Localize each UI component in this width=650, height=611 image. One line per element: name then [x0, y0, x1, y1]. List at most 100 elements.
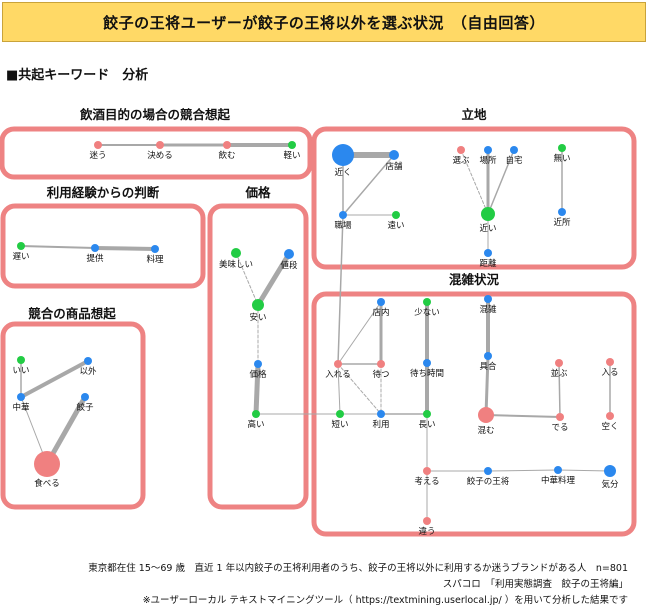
group-box-price: [207, 203, 309, 510]
node-nagai: [423, 410, 431, 418]
edge-chukaryori-kibun: [557, 469, 611, 472]
edge-igai-chuka: [19, 359, 90, 399]
node-tennai: [377, 298, 385, 306]
node-label-deru: でる: [551, 423, 568, 433]
node-erabu: [457, 146, 465, 154]
node-label-matsu: 待つ: [372, 369, 389, 380]
node-tenpo: [389, 150, 399, 160]
node-mayou: [94, 141, 102, 149]
node-teikyo: [91, 244, 99, 252]
node-label-karui: 軽い: [283, 151, 300, 161]
footer-tool-note: ※ユーザーローカル テキストマイニングツール（ https://textmini…: [142, 595, 628, 606]
node-label-tenpo: 店舗: [385, 161, 403, 172]
node-label-nomu: 飲む: [218, 150, 235, 161]
node-igai: [84, 357, 92, 365]
node-chikai: [481, 207, 495, 221]
node-label-basho: 場所: [479, 155, 497, 166]
node-nedan: [284, 249, 294, 259]
node-label-ii: いい: [12, 366, 29, 376]
node-kibun: [604, 465, 616, 477]
node-matsu: [377, 360, 385, 368]
node-riyo: [377, 410, 385, 418]
node-kimeru: [156, 141, 164, 149]
edge-osoi-teikyo: [20, 245, 96, 249]
node-label-guai: 具合: [479, 361, 497, 372]
node-jitaku: [510, 146, 518, 154]
node-label-kibun: 気分: [601, 479, 619, 490]
group-box-drinking: [0, 126, 313, 180]
node-komu: [478, 407, 494, 423]
node-konzatsu: [484, 295, 492, 303]
node-nomu: [223, 141, 231, 149]
edge-oishii-yasui: [235, 252, 259, 306]
node-label-yasui: 安い: [249, 312, 266, 323]
group-box-experience: [0, 203, 206, 289]
node-chukaryori: [554, 466, 562, 474]
node-tooi: [392, 211, 400, 219]
edge-jitaku-chikai: [487, 149, 515, 215]
node-chuka: [17, 393, 25, 401]
node-gyoza: [81, 393, 89, 401]
edge-kakaku-takai: [253, 361, 261, 417]
node-yasui: [252, 299, 264, 311]
node-shokuba: [339, 211, 347, 219]
node-label-sukunai: 少ない: [414, 308, 440, 318]
group-title-products: 競合の商品想起: [28, 306, 116, 321]
node-guai: [484, 352, 492, 360]
node-ii: [17, 356, 25, 364]
node-sukunai: [423, 298, 431, 306]
node-label-kangaeru: 考える: [414, 477, 439, 487]
edge-komu-deru: [485, 414, 561, 418]
node-taberu: [34, 451, 60, 477]
node-kyori: [484, 249, 492, 257]
node-label-oishii: 美味しい: [219, 259, 253, 270]
node-label-chuka: 中華: [12, 402, 30, 413]
node-label-teikyo: 提供: [86, 253, 104, 264]
node-label-chigau: 違う: [418, 526, 435, 537]
edge-tenpo-shokuba: [342, 154, 395, 216]
edge-shokuba-ireru: [337, 214, 344, 365]
edge-teikyo-ryori: [93, 246, 157, 251]
edge-nedan-yasui: [255, 251, 292, 308]
edge-gyozanoosho-chukaryori: [487, 469, 559, 472]
node-chigau: [423, 517, 431, 525]
edge-tennai-ireru: [337, 301, 382, 365]
node-machijikan: [423, 359, 431, 367]
node-mijikai: [336, 410, 344, 418]
group-title-price: 価格: [244, 185, 271, 200]
footer-source: スパコロ 「利用実態調査 餃子の王将編」: [442, 579, 628, 590]
node-oishii: [231, 248, 241, 258]
node-kakaku: [254, 360, 262, 368]
page-title: 餃子の王将ユーザーが餃子の王将以外を選ぶ状況 （自由回答）: [103, 13, 545, 32]
node-basho: [484, 146, 492, 154]
node-label-osoi: 遅い: [12, 252, 29, 262]
node-kinjo: [558, 208, 566, 216]
node-label-igai: 以外: [79, 366, 97, 377]
group-title-location: 立地: [461, 107, 487, 122]
group-title-drinking: 飲酒目的の場合の競合想起: [79, 107, 231, 122]
node-nai: [558, 144, 566, 152]
node-label-kimeru: 決める: [147, 150, 173, 161]
node-chikaku: [332, 144, 354, 166]
node-takai: [252, 410, 260, 418]
group-box-location: [311, 126, 637, 270]
node-ryori: [151, 245, 159, 253]
edge-ireru-mijikai: [337, 363, 341, 415]
node-label-gyozanoosho: 餃子の王将: [467, 476, 510, 487]
node-label-shokuba: 職場: [334, 220, 352, 231]
node-label-erabu: 選ぶ: [452, 155, 470, 166]
group-box-products: [0, 321, 146, 510]
node-narabu: [555, 359, 563, 367]
node-label-tooi: 遠い: [387, 220, 404, 231]
edge-ireru-riyo: [337, 363, 382, 415]
node-label-gyoza: 餃子: [76, 402, 94, 413]
node-label-nagai: 長い: [418, 420, 435, 430]
node-label-suku: 空く: [601, 421, 618, 432]
node-ireru: [334, 360, 342, 368]
edge-guai-komu: [484, 354, 490, 417]
node-hairu: [606, 358, 614, 366]
group-title-experience: 利用経験からの判断: [47, 185, 160, 200]
node-gyozanoosho: [484, 467, 492, 475]
edge-erabu-chikai: [460, 149, 489, 215]
node-label-jitaku: 自宅: [505, 155, 522, 166]
